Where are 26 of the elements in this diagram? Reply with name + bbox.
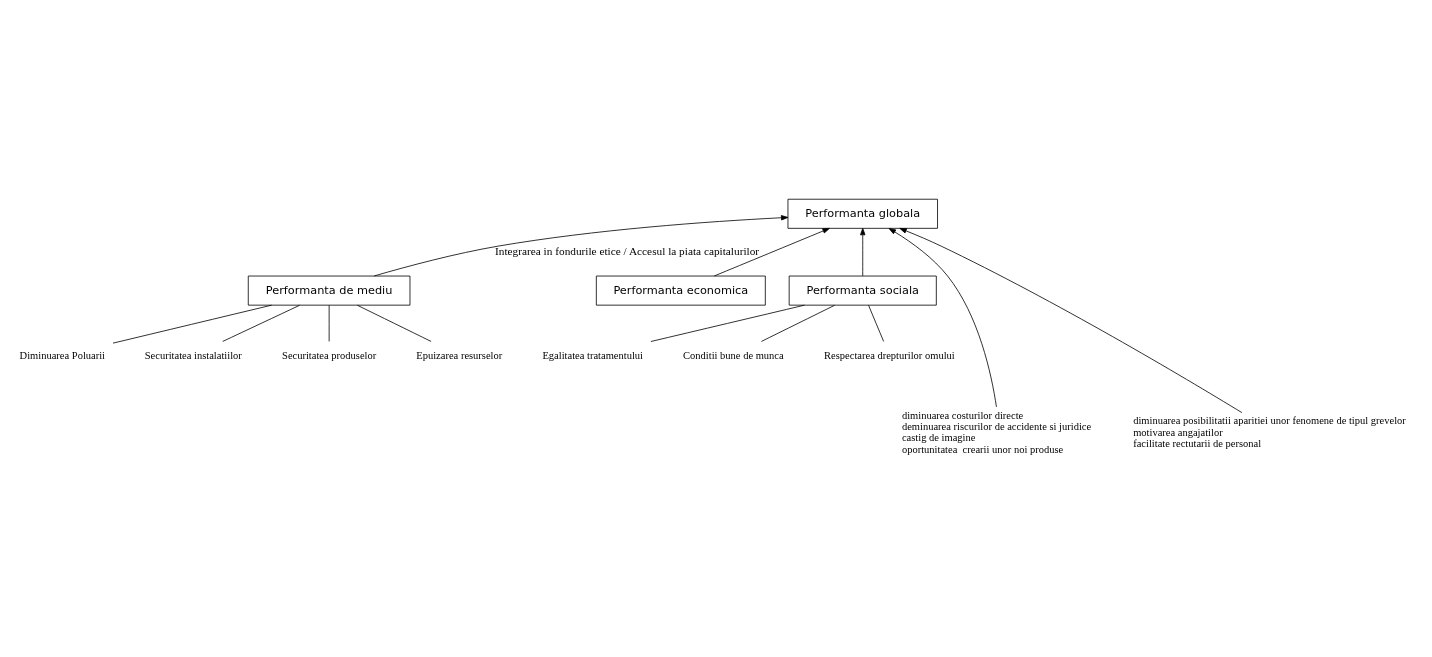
- node-text: Diminuarea Poluarii: [19, 349, 106, 361]
- connector: [328, 304, 330, 342]
- node-text: Securitatea produselor: [282, 349, 377, 361]
- node-text: diminuarea costurilor directe deminuarea riscurilor de accidente si juridice castig de imagine oportunitatea crearii unor noi produse: [901, 409, 1092, 455]
- node-text: Respectarea drepturilor omului: [824, 349, 955, 361]
- edge-label: Integrarea in fondurile etice / Accesul la piata capitalurilor: [495, 244, 760, 257]
- connector: [112, 304, 272, 344]
- arrow: [373, 214, 789, 276]
- connector: [356, 304, 432, 342]
- connector: [868, 304, 885, 342]
- connector: [222, 304, 301, 342]
- arrow: [860, 227, 866, 276]
- node-text: Egalitatea tratamentului: [542, 349, 643, 361]
- node-text: Securitatea instalatiilor: [144, 349, 242, 361]
- connector: [761, 304, 836, 342]
- node-box: Performanta economica: [595, 275, 766, 306]
- node-box: Performanta sociala: [788, 275, 937, 306]
- connector: [650, 304, 805, 342]
- node-text: diminuarea posibilitatii aparitiei unor fenomene de tipul grevelor motivarea angajatilor facilitate rectutarii de personal: [1133, 414, 1406, 449]
- arrow: [713, 227, 830, 276]
- arrow: [888, 227, 997, 407]
- node-text: Epuizarea resurselor: [416, 349, 503, 361]
- arrow: [899, 227, 1243, 413]
- node-box: Performanta globala: [787, 198, 938, 229]
- node-text: Conditii bune de munca: [683, 349, 784, 361]
- node-box: Performanta de mediu: [247, 275, 411, 306]
